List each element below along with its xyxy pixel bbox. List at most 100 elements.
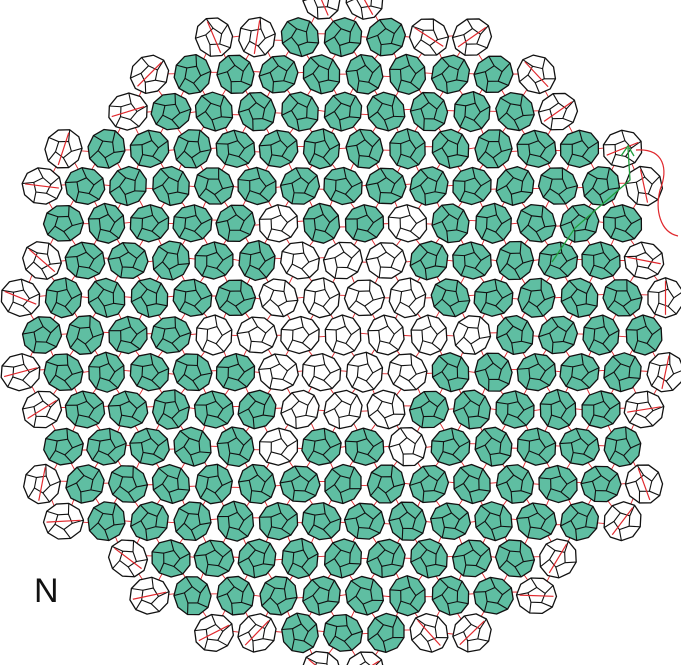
dodecahedron-cluster-icon [388, 277, 427, 319]
dodecahedron-cluster-icon [87, 277, 126, 318]
dodecahedron-cluster-icon [258, 278, 299, 318]
dodecahedron-cluster-icon [367, 314, 405, 356]
dodecahedron-cluster-icon [302, 277, 341, 319]
dodecahedron-cluster-icon [152, 240, 190, 281]
dodecahedron-cluster-icon [65, 464, 105, 504]
dodecahedron-cluster-icon [367, 612, 405, 654]
dodecahedron-cluster-icon [344, 204, 385, 243]
dodecahedron-cluster-icon [43, 353, 84, 392]
dodecahedron-cluster-icon [452, 166, 492, 206]
dodecahedron-cluster-icon [343, 502, 386, 540]
dodecahedron-cluster-icon [237, 613, 277, 653]
dodecahedron-cluster-icon [453, 90, 491, 133]
dodecahedron-cluster-icon [539, 538, 577, 579]
dodecahedron-cluster-icon [21, 390, 63, 429]
dodecahedron-cluster-icon [343, 279, 386, 317]
dodecahedron-cluster-icon [496, 314, 534, 356]
dodecahedron-cluster-icon [65, 315, 105, 355]
dodecahedron-cluster-icon [474, 426, 513, 467]
dodecahedron-cluster-icon [495, 464, 535, 504]
dodecahedron-cluster-icon [173, 129, 212, 169]
dodecahedron-cluster-icon [409, 240, 449, 281]
dodecahedron-cluster-icon [559, 427, 600, 466]
dodecahedron-cluster-icon [408, 390, 450, 429]
dodecahedron-cluster-icon [173, 426, 212, 467]
dodecahedron-cluster-icon [301, 427, 342, 466]
dodecahedron-cluster-icon [624, 165, 664, 207]
dodecahedron-cluster-icon [647, 277, 681, 319]
dodecahedron-cluster-icon [344, 427, 385, 466]
dodecahedron-cluster-icon [21, 316, 63, 354]
dodecahedron-cluster-icon [172, 278, 213, 317]
dodecahedron-cluster-icon [366, 464, 406, 504]
dodecahedron-cluster-icon [516, 427, 557, 466]
dodecahedron-cluster-icon [495, 92, 535, 132]
dodecahedron-cluster-icon [42, 204, 85, 242]
dodecahedron-cluster-icon [324, 463, 362, 505]
dodecahedron-cluster-icon [237, 538, 277, 579]
dodecahedron-cluster-icon [151, 389, 191, 430]
dodecahedron-cluster-icon [389, 575, 426, 617]
dodecahedron-cluster-icon [280, 241, 320, 280]
dodecahedron-cluster-icon [215, 129, 256, 168]
dodecahedron-cluster-icon [64, 167, 106, 205]
dodecahedron-cluster-icon [44, 277, 83, 319]
dodecahedron-cluster-icon [409, 166, 449, 206]
dodecahedron-cluster-icon [281, 612, 319, 654]
dodecahedron-cluster-icon [237, 91, 277, 132]
dodecahedron-cluster-icon [43, 427, 84, 466]
dodecahedron-cluster-icon [366, 538, 406, 579]
dodecahedron-cluster-icon [409, 91, 449, 132]
dodecahedron-cluster-icon [88, 351, 125, 393]
dodecahedron-cluster-icon [495, 390, 535, 429]
dodecahedron-cluster-icon [237, 389, 277, 430]
dodecahedron-cluster-icon [494, 539, 536, 578]
dodecahedron-cluster-icon [624, 464, 664, 504]
dodecahedron-cluster-icon [129, 576, 170, 615]
dodecahedron-cluster-icon [646, 351, 681, 393]
dodecahedron-cluster-icon [451, 18, 493, 56]
dodecahedron-cluster-icon [495, 166, 535, 206]
dodecahedron-cluster-icon [302, 128, 341, 170]
dodecahedron-cluster-icon [453, 463, 491, 505]
dodecahedron-cluster-icon [87, 128, 126, 169]
dodecahedron-cluster-icon [451, 539, 493, 578]
dodecahedron-cluster-icon [193, 390, 235, 429]
dodecahedron-cluster-icon [258, 55, 299, 94]
dodecahedron-cluster-icon [280, 315, 320, 355]
arrow-head [620, 144, 635, 157]
dodecahedron-cluster-icon [301, 502, 342, 541]
dodecahedron-cluster-icon [560, 277, 599, 318]
dodecahedron-cluster-icon [129, 54, 170, 95]
dodecahedron-cluster-icon [150, 92, 192, 131]
dodecahedron-cluster-icon [129, 427, 170, 466]
dodecahedron-cluster-icon [214, 279, 257, 317]
dodecahedron-cluster-icon [151, 463, 191, 505]
dodecahedron-cluster-icon [538, 464, 578, 504]
dodecahedron-cluster-icon [537, 167, 579, 205]
dodecahedron-cluster-icon [582, 314, 620, 356]
dodecahedron-cluster-icon [431, 128, 470, 169]
dodecahedron-cluster-icon [150, 316, 192, 354]
dodecahedron-cluster-icon [365, 242, 407, 279]
dodecahedron-cluster-icon [387, 204, 428, 243]
dodecahedron-cluster-icon [452, 315, 492, 355]
dodecahedron-cluster-icon [344, 575, 385, 616]
dodecahedron-cluster-icon [410, 538, 448, 579]
dodecahedron-cluster-icon [258, 502, 299, 541]
dodecahedron-cluster-icon [516, 502, 557, 541]
dodecahedron-cluster-icon [323, 389, 363, 430]
dodecahedron-cluster-icon [194, 613, 234, 652]
dodecahedron-cluster-icon [279, 167, 321, 205]
dodecahedron-cluster-icon [581, 390, 621, 429]
arrow-annotation [551, 144, 679, 263]
dodecahedron-cluster-icon [623, 390, 665, 429]
dodecahedron-cluster-icon [195, 314, 233, 356]
dodecahedron-cluster-icon [258, 353, 299, 392]
dodecahedron-cluster-icon [129, 353, 170, 392]
dodecahedron-cluster-icon [430, 427, 471, 466]
dodecahedron-cluster-icon [475, 202, 512, 244]
dodecahedron-cluster-icon [107, 242, 149, 279]
dodecahedron-cluster-icon [431, 203, 470, 244]
